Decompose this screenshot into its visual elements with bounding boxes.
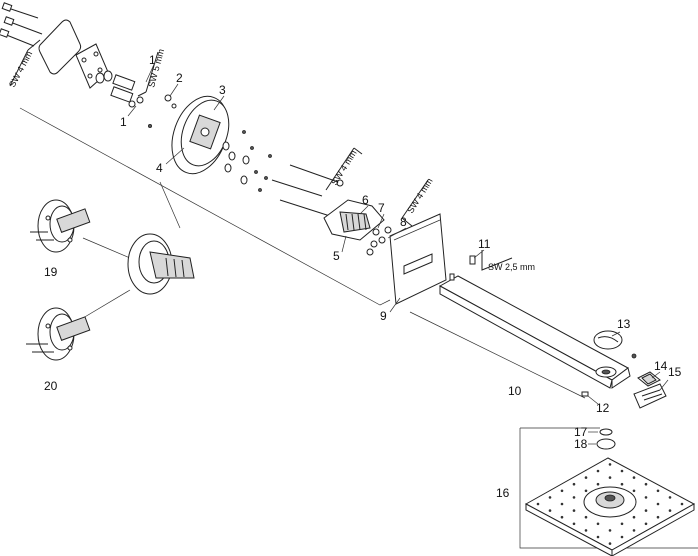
nozzle-dot <box>608 542 612 545</box>
part-5-6-cartridge <box>323 199 385 241</box>
part-7-8-screws <box>366 226 392 256</box>
nozzle-dot <box>668 496 672 499</box>
mixer-variant-center <box>127 233 195 295</box>
nozzle-dot <box>656 502 660 506</box>
nozzle-dot <box>656 515 660 519</box>
mounting-screws <box>0 2 43 47</box>
nozzle-dot <box>668 509 672 512</box>
part-14-clip <box>637 371 661 387</box>
part-9-cover-plate <box>389 213 447 305</box>
label-part-10: 10 <box>508 384 522 398</box>
part-12-screw <box>581 391 589 397</box>
part-16-shower-head <box>524 457 696 556</box>
nozzle-dot <box>560 502 564 506</box>
nozzle-dot <box>632 476 636 479</box>
nozzle-dot <box>572 482 576 486</box>
label-part-1-bottom: 1 <box>120 115 127 129</box>
nozzle-dot <box>644 482 648 486</box>
nozzle-dot <box>584 489 588 493</box>
label-part-17: 17 <box>574 425 588 439</box>
washers-row <box>222 130 272 192</box>
nozzle-dot <box>608 476 612 479</box>
hex-key-sw4-left: SW 4 mm <box>7 39 41 89</box>
nozzle-dot <box>536 502 540 506</box>
label-part-9: 9 <box>380 309 387 323</box>
nozzle-dot <box>632 515 636 519</box>
nozzle-dot <box>680 502 684 506</box>
nozzle-dot <box>560 489 564 493</box>
part-1-fittings <box>95 70 152 129</box>
label-part-15: 15 <box>668 365 682 379</box>
nozzle-dot <box>572 522 576 526</box>
nozzle-dot <box>608 463 612 466</box>
nozzle-dot <box>584 476 588 479</box>
nozzle-dot <box>620 469 624 473</box>
nozzle-dot <box>560 515 564 519</box>
label-part-8: 8 <box>400 215 407 229</box>
nozzle-dot <box>596 535 600 539</box>
part-15-clip <box>633 383 667 409</box>
nozzle-dot <box>644 496 648 499</box>
part-17-18-rings <box>596 428 616 450</box>
label-part-12: 12 <box>596 401 610 415</box>
tool-label-sw4-left: SW 4 mm <box>7 49 34 89</box>
guide-lines <box>19 107 698 549</box>
nozzle-dot <box>620 522 624 526</box>
label-part-5: 5 <box>333 249 340 263</box>
label-part-18: 18 <box>574 437 588 451</box>
nozzle-dot <box>572 496 576 499</box>
nozzle-dot <box>584 515 588 519</box>
label-part-3: 3 <box>219 83 226 97</box>
hex-key-sw4-middle: SW 4 mm <box>325 147 363 191</box>
label-part-6: 6 <box>362 193 369 207</box>
label-part-2: 2 <box>176 71 183 85</box>
part-11-grub-screw: SW 2,5 mm <box>469 250 535 272</box>
nozzle-dot <box>620 535 624 539</box>
nozzle-dot <box>548 496 552 499</box>
label-part-7: 7 <box>378 201 385 215</box>
gasket-ring <box>38 19 82 75</box>
nozzle-dot <box>608 529 612 532</box>
part-20-mixer-variant <box>26 307 91 361</box>
nozzle-dot <box>644 522 648 526</box>
nozzle-dot <box>596 522 600 526</box>
nozzle-dot <box>548 509 552 512</box>
nozzle-dot <box>656 489 660 493</box>
spray-nozzles <box>536 463 684 545</box>
label-part-20: 20 <box>44 379 58 393</box>
nozzle-dot <box>632 529 636 532</box>
long-bolts <box>271 164 344 217</box>
nozzle-dot <box>584 529 588 532</box>
label-part-1-top: 1 <box>149 53 156 67</box>
label-part-14: 14 <box>654 359 668 373</box>
part-13-logo-disc <box>593 330 637 359</box>
tool-label-sw25: SW 2,5 mm <box>488 262 535 272</box>
nozzle-dot <box>596 482 600 486</box>
part-3-4-backplate <box>171 95 230 175</box>
label-part-13: 13 <box>617 317 631 331</box>
tool-label-sw4-middle: SW 4 mm <box>329 148 358 187</box>
nozzle-dot <box>632 489 636 493</box>
nozzle-dot <box>572 509 576 512</box>
label-part-19: 19 <box>44 265 58 279</box>
part-labels: 1 1 2 3 4 5 6 7 8 9 10 11 12 13 14 15 16… <box>44 53 682 500</box>
nozzle-dot <box>596 469 600 473</box>
part-19-mixer-variant <box>30 199 91 253</box>
label-part-4: 4 <box>156 161 163 175</box>
nozzle-dot <box>620 482 624 486</box>
part-10-shower-arm <box>438 273 631 389</box>
nozzle-dot <box>644 509 648 512</box>
tool-label-sw4-right: SW 4 mm <box>405 176 434 215</box>
part-2-seal <box>164 94 177 109</box>
label-part-11: 11 <box>478 237 491 251</box>
label-leaders <box>127 59 669 445</box>
label-part-16: 16 <box>496 486 510 500</box>
